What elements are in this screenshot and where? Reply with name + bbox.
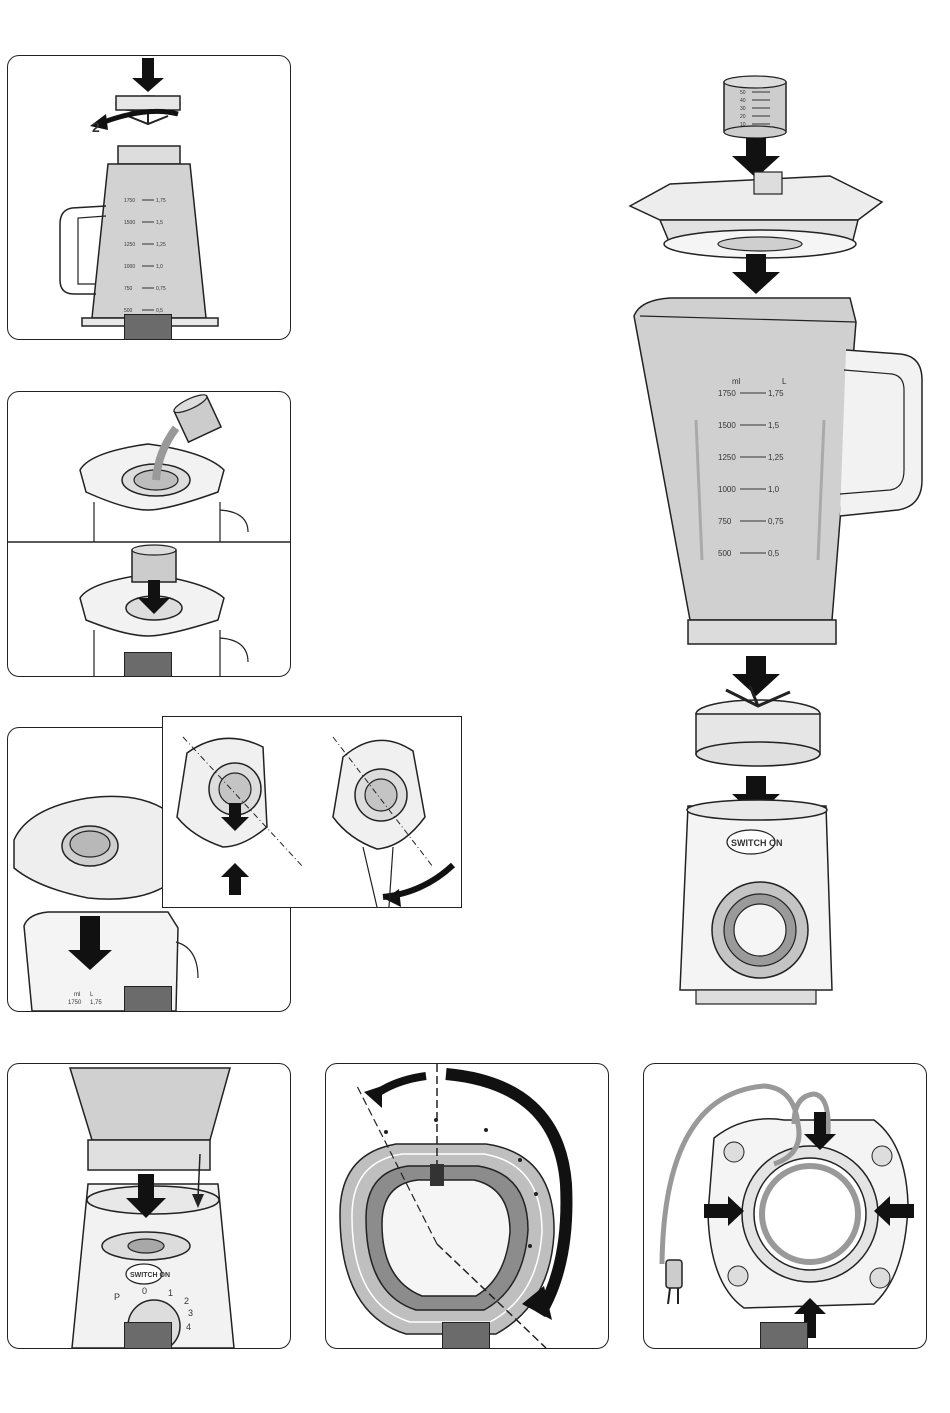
step-number: 2	[92, 119, 100, 135]
scale-mark-ml: 1250	[124, 242, 135, 248]
cup-scale-mark: 20	[740, 114, 746, 120]
unit-ml: ml	[74, 992, 80, 998]
speed-label: 1	[168, 1288, 173, 1298]
cup-scale-mark: 40	[740, 98, 746, 104]
illustration-panel-speed-dial	[325, 1063, 609, 1349]
illustration-panel-attach-jug: SWITCH ON P 0 1 2 3 4	[7, 1063, 291, 1349]
speed-label: 3	[188, 1308, 193, 1318]
scale-mark-ml: 1750	[718, 389, 736, 398]
cup-scale-mark: 10	[740, 122, 746, 128]
scale-mark-ml: 1750	[124, 198, 135, 204]
mark-l: 1,75	[90, 1000, 102, 1006]
lid-lock-detail-inset	[162, 716, 462, 908]
scale-mark-l: 1,5	[156, 220, 163, 226]
step-badge	[760, 1322, 808, 1349]
scale-mark-l: 0,5	[768, 549, 780, 558]
scale-mark-l: 1,25	[768, 453, 784, 462]
brand-logo: SWITCH ON	[731, 838, 783, 848]
step-badge	[124, 652, 172, 677]
scale-mark-ml: 1000	[124, 264, 135, 270]
scale-mark-l: 1,0	[156, 264, 163, 270]
scale-mark-ml: 500	[718, 549, 732, 558]
unit-ml: ml	[732, 377, 741, 386]
speed-label: 0	[142, 1286, 147, 1296]
scale-mark-l: 0,75	[768, 517, 784, 526]
speed-label: P	[114, 1292, 120, 1302]
exploded-view-illustration: 50 40 30 20 10 ml L 1750 1,75 1500 1,5 1250 1,25 100…	[600, 60, 950, 1020]
illustration-panel-cord-storage	[643, 1063, 927, 1349]
scale-mark-l: 0,75	[156, 286, 166, 292]
scale-mark-ml: 1250	[718, 453, 736, 462]
step-badge	[124, 986, 172, 1012]
scale-mark-l: 1,25	[156, 242, 166, 248]
scale-mark-ml: 1500	[718, 421, 736, 430]
scale-mark-ml: 1500	[124, 220, 135, 226]
scale-mark-l: 1,0	[768, 485, 780, 494]
unit-l: L	[782, 377, 787, 386]
speed-label: 4	[186, 1322, 191, 1332]
cup-scale-mark: 50	[740, 90, 746, 96]
illustration-panel-fill-and-cap	[7, 391, 291, 677]
cup-scale-mark: 30	[740, 106, 746, 112]
speed-label: 2	[184, 1296, 189, 1306]
scale-mark-l: 1,75	[156, 198, 166, 204]
scale-mark-ml: 1000	[718, 485, 736, 494]
step-badge	[124, 1322, 172, 1349]
step-badge	[442, 1322, 490, 1349]
scale-mark-ml: 750	[124, 286, 133, 292]
brand-logo: SWITCH ON	[130, 1272, 170, 1279]
scale-mark-l: 1,75	[768, 389, 784, 398]
scale-mark-ml: 750	[718, 517, 732, 526]
scale-mark-l: 1,5	[768, 421, 780, 430]
mark-ml: 1750	[68, 1000, 82, 1006]
step-badge	[124, 314, 172, 340]
